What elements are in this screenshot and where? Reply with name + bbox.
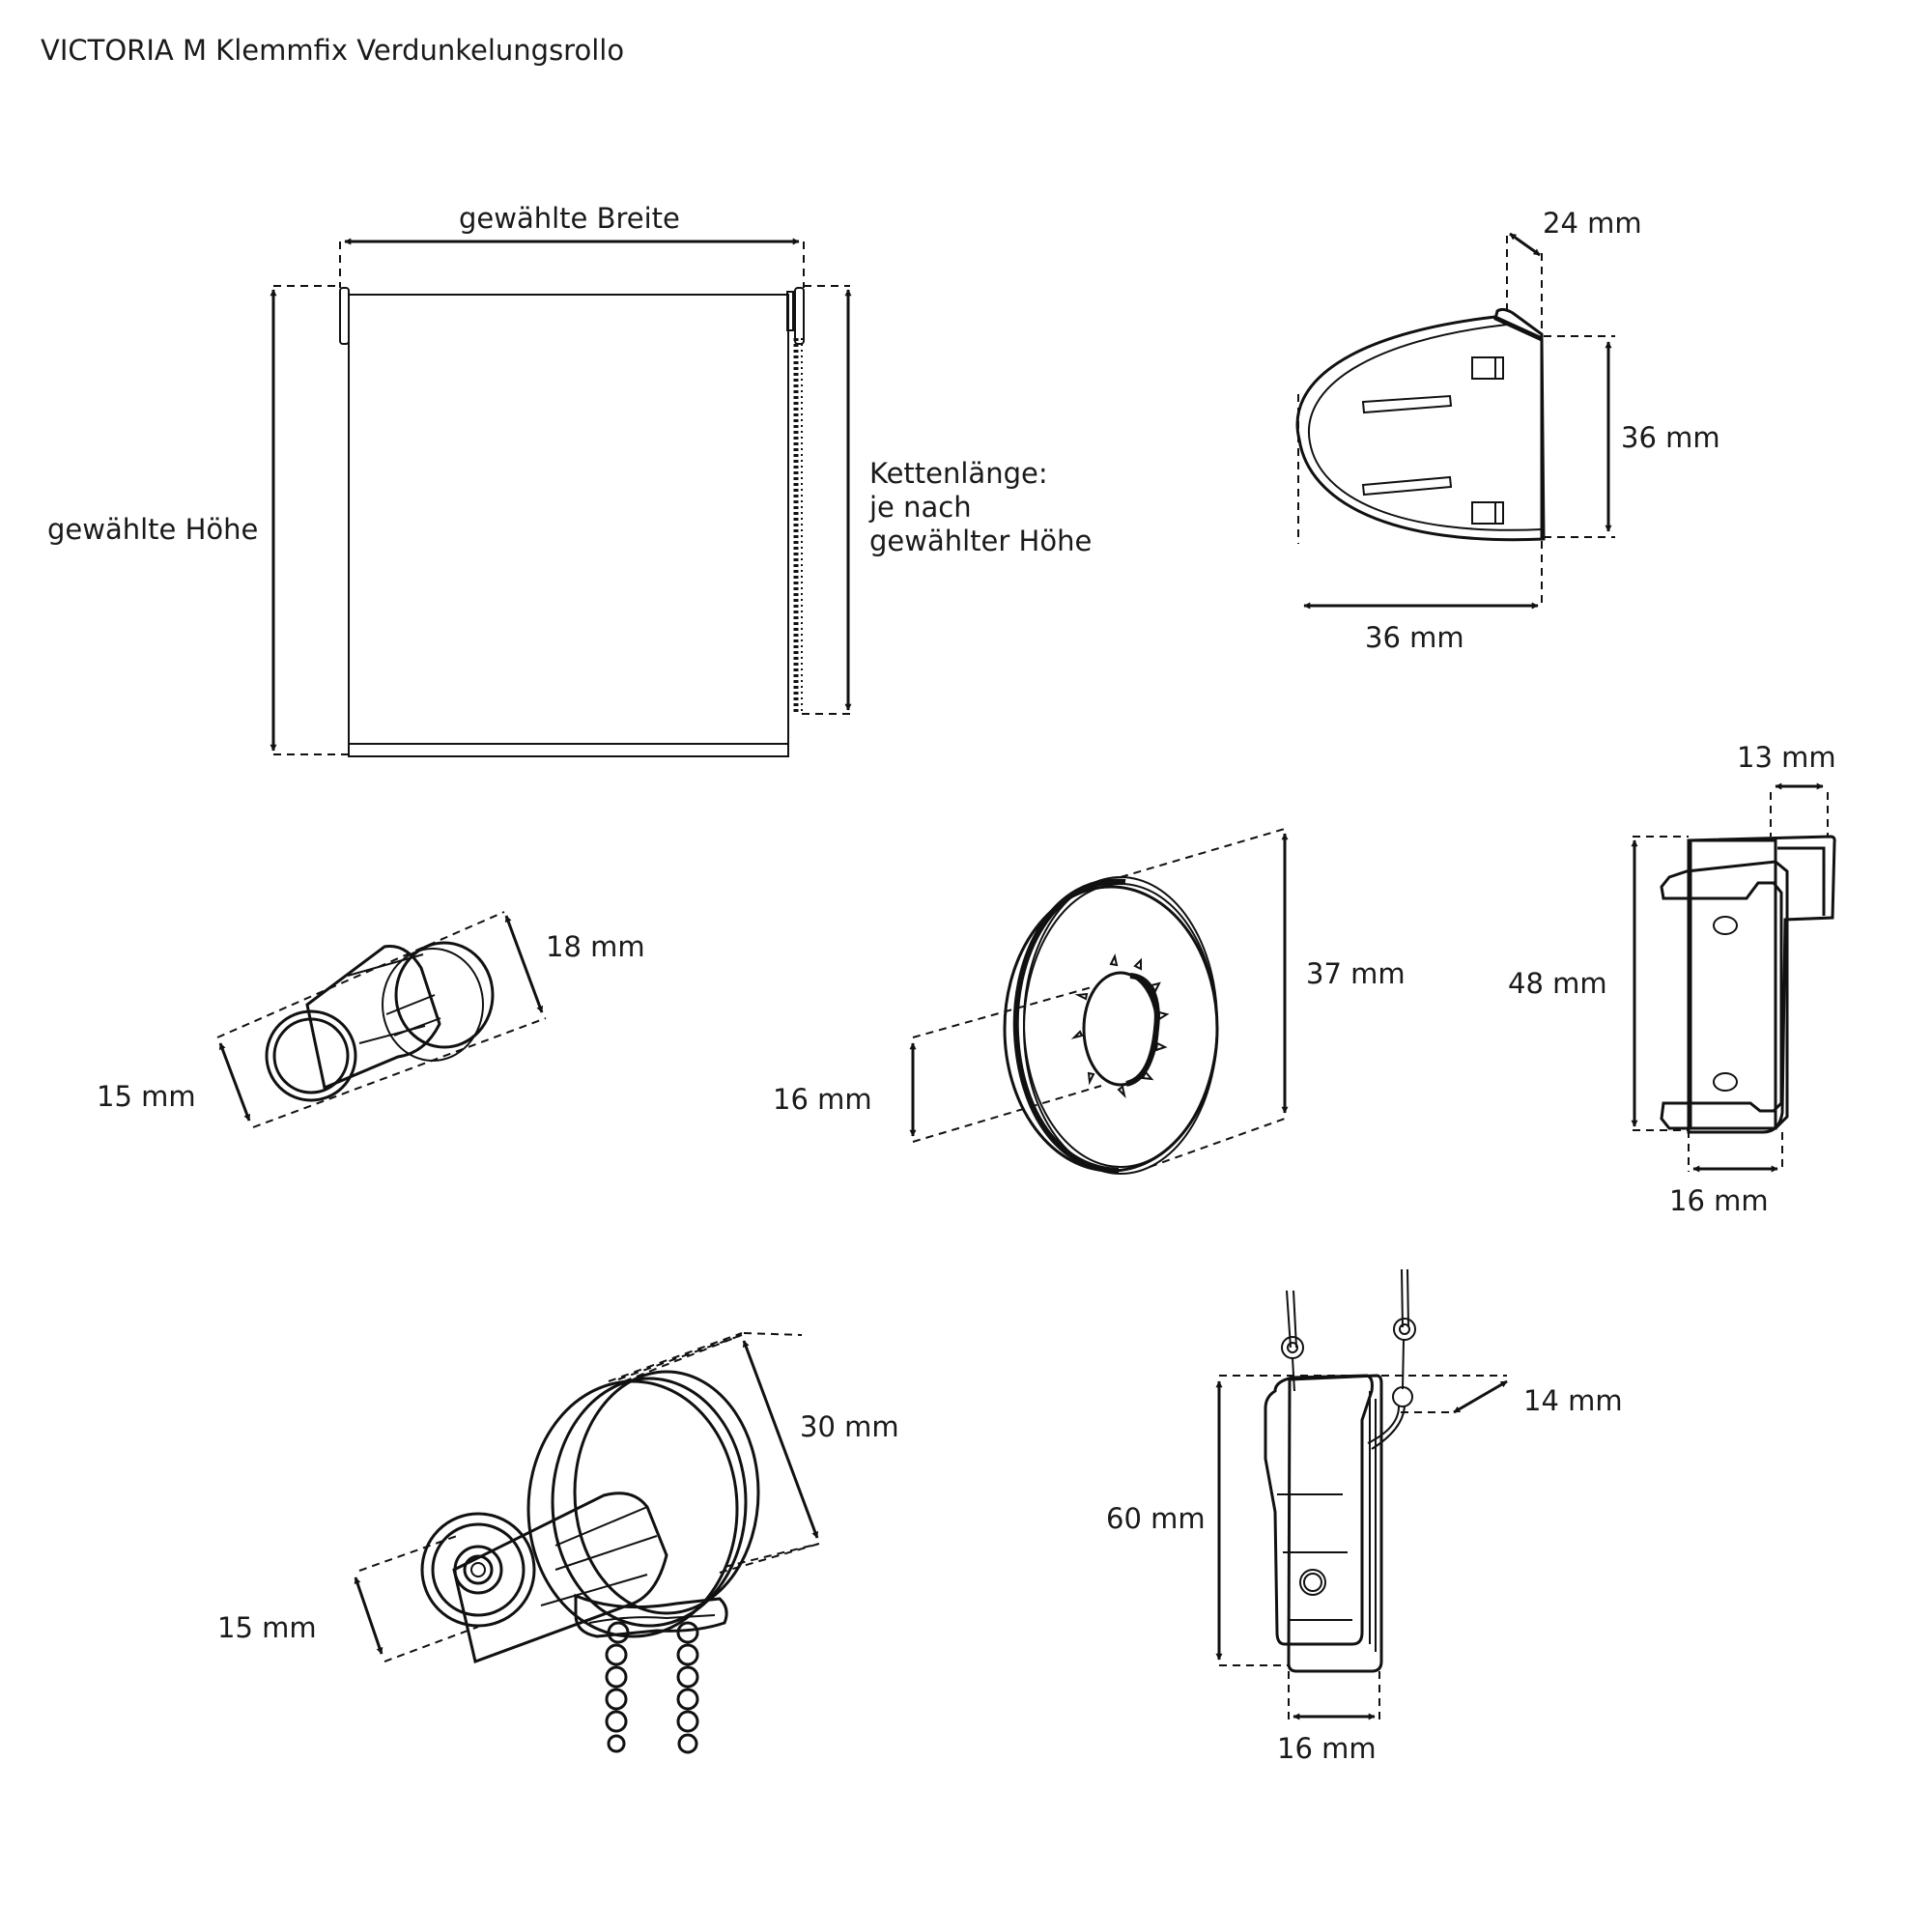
wall-clip-bottom-label: 16 mm	[1669, 1184, 1769, 1217]
mechanism-diameter-label: 30 mm	[800, 1410, 899, 1443]
chain-length-label-1: Kettenlänge:	[869, 457, 1048, 490]
wall-clip-drawing	[1631, 782, 1836, 1173]
width-label: gewählte Breite	[459, 202, 680, 235]
plug-diameter-label: 15 mm	[97, 1080, 196, 1113]
clamp-width-label: 36 mm	[1365, 621, 1464, 654]
chain-clip-depth-label: 14 mm	[1523, 1384, 1623, 1417]
washer-inner-label: 16 mm	[773, 1083, 872, 1116]
chain-beads-icon	[605, 1621, 699, 1754]
clamp-height-label: 36 mm	[1621, 421, 1720, 454]
chain-mechanism-drawing	[354, 1332, 820, 1754]
chain-length-label-3: gewählter Höhe	[869, 525, 1092, 557]
wall-clip-height-label: 48 mm	[1508, 967, 1607, 1000]
clamp-bracket-drawing	[1295, 232, 1615, 610]
chain-length-label-2: je nach	[868, 491, 972, 524]
mechanism-shaft-label: 15 mm	[217, 1611, 317, 1644]
plug-length-label: 18 mm	[546, 930, 645, 963]
chain-clip-height-label: 60 mm	[1106, 1502, 1206, 1535]
wall-clip-top-label: 13 mm	[1737, 741, 1836, 774]
chain-icon	[793, 338, 803, 713]
washer-drawing	[909, 828, 1289, 1175]
page-title: VICTORIA M Klemmfix Verdunkelungsrollo	[41, 34, 624, 67]
chain-clip-drawing	[1215, 1268, 1508, 1720]
roller-blind-drawing	[270, 238, 852, 757]
end-plug-drawing	[216, 911, 547, 1128]
height-label: gewählte Höhe	[47, 513, 258, 546]
clamp-depth-label: 24 mm	[1543, 207, 1642, 240]
washer-outer-label: 37 mm	[1306, 957, 1406, 990]
chain-clip-width-label: 16 mm	[1277, 1732, 1377, 1765]
